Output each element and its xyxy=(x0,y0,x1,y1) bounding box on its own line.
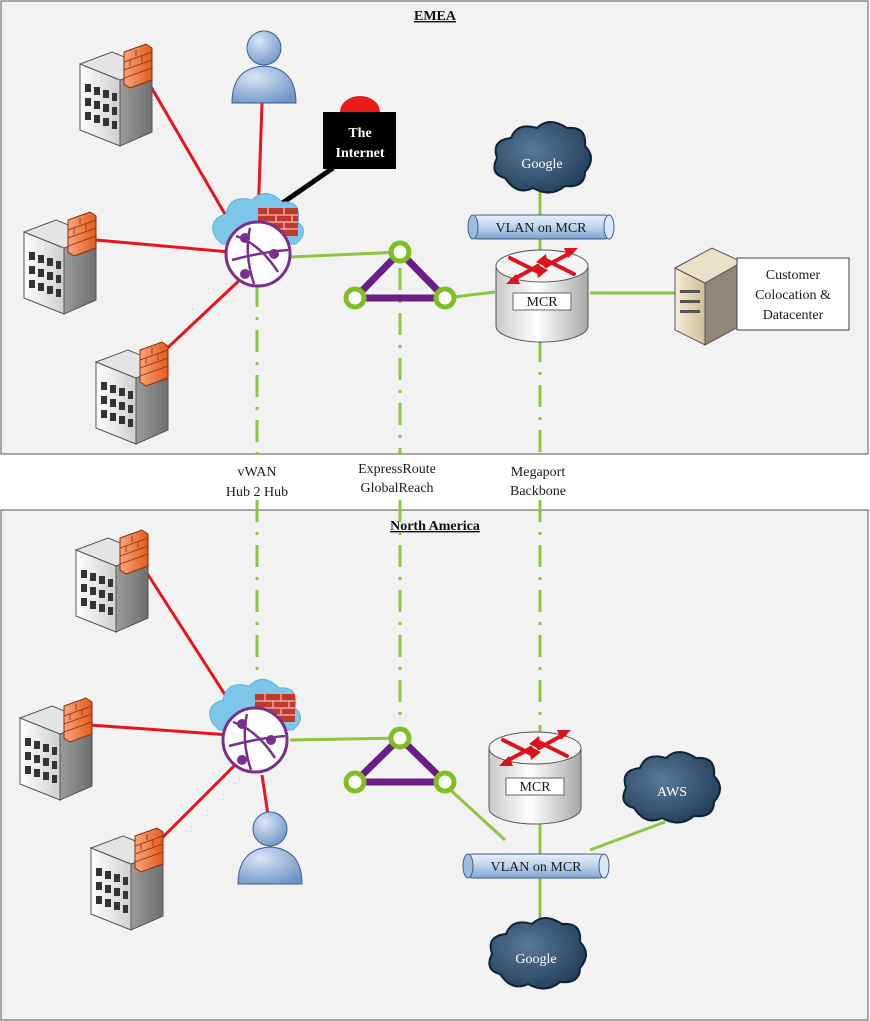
svg-text:MCR: MCR xyxy=(526,295,558,310)
router-icon xyxy=(487,728,583,826)
vwan-label: vWAN Hub 2 Hub xyxy=(226,465,288,500)
svg-text:MCR: MCR xyxy=(519,780,551,795)
svg-text:Backbone: Backbone xyxy=(510,484,566,499)
svg-text:vWAN: vWAN xyxy=(238,465,277,480)
na-mcr-router: MCR xyxy=(487,728,583,826)
na-expressroute-triangle xyxy=(343,726,457,794)
svg-text:Datacenter: Datacenter xyxy=(763,308,824,323)
svg-text:Colocation &: Colocation & xyxy=(755,288,831,303)
emea-google-cloud: Google xyxy=(493,121,592,194)
expressroute-label: ExpressRoute GlobalReach xyxy=(358,462,436,496)
emea-title: EMEA xyxy=(414,9,457,24)
svg-text:Google: Google xyxy=(521,157,562,172)
svg-text:Google: Google xyxy=(515,952,556,967)
svg-text:Customer: Customer xyxy=(766,268,821,283)
customer-datacenter: Customer Colocation & Datacenter xyxy=(673,247,850,346)
emea-expressroute-triangle xyxy=(343,240,457,310)
emea-vlan-pipe: VLAN on MCR xyxy=(467,214,615,240)
inter-region-links xyxy=(255,268,542,732)
megaport-label: Megaport Backbone xyxy=(510,465,566,499)
svg-text:ExpressRoute: ExpressRoute xyxy=(358,462,436,477)
na-vlan-pipe: VLAN on MCR xyxy=(462,853,610,879)
svg-text:The: The xyxy=(348,126,371,141)
svg-text:Hub 2 Hub: Hub 2 Hub xyxy=(226,485,288,500)
svg-text:VLAN on MCR: VLAN on MCR xyxy=(495,221,587,236)
na-aws-cloud: AWS xyxy=(622,751,721,824)
na-google-cloud: Google xyxy=(488,917,587,990)
svg-text:AWS: AWS xyxy=(657,785,687,800)
internet-box: The Internet xyxy=(323,96,396,169)
svg-text:GlobalReach: GlobalReach xyxy=(360,481,433,496)
svg-text:VLAN on MCR: VLAN on MCR xyxy=(490,860,582,875)
emea-mcr-router: MCR xyxy=(494,246,590,344)
na-branch-links xyxy=(89,569,270,852)
north-america-title: North America xyxy=(390,519,480,534)
svg-text:Internet: Internet xyxy=(336,146,385,161)
svg-text:Megaport: Megaport xyxy=(511,465,566,480)
